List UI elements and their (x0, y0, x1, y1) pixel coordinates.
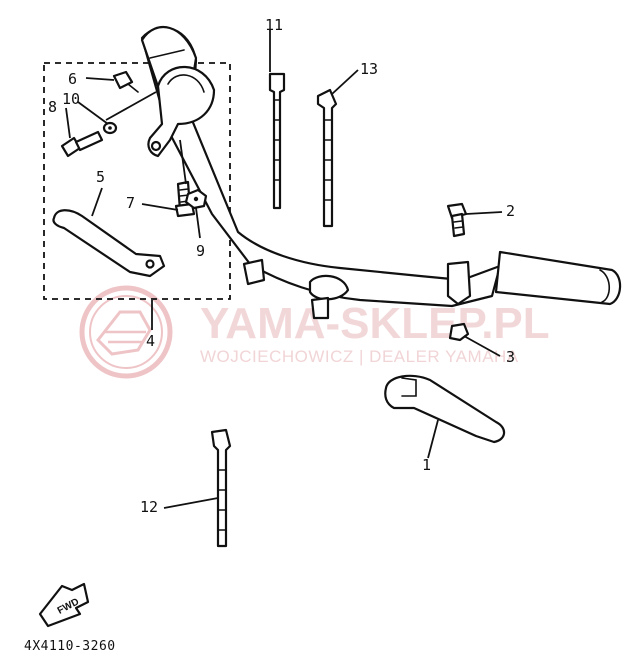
callout-3: 3 (506, 348, 515, 366)
callout-11: 11 (265, 16, 283, 34)
diagram-code: 4X4110-3260 (24, 639, 116, 654)
callout-4: 4 (146, 332, 155, 350)
callout-12: 12 (140, 498, 158, 516)
lever-5 (52, 209, 166, 278)
bolt-8 (60, 130, 104, 158)
callout-2: 2 (506, 202, 515, 220)
washer-10 (102, 121, 118, 135)
watermark: YAMA-SKLEP.PL WOJCIECHOWICZ | DEALER YAM… (79, 285, 550, 379)
callout-8: 8 (48, 98, 57, 116)
handlebar (140, 25, 622, 320)
callout-9: 9 (196, 242, 205, 260)
lever-holder-assembly-box (43, 62, 231, 300)
callout-1: 1 (422, 456, 431, 474)
watermark-logo (79, 285, 173, 379)
screw-6 (112, 70, 139, 93)
nut-9 (184, 188, 208, 210)
cable-tie-13 (316, 88, 338, 228)
watermark-title: YAMA-SKLEP.PL (200, 299, 550, 348)
watermark-subtitle: WOJCIECHOWICZ | DEALER YAMAHA (200, 347, 519, 366)
callout-13: 13 (360, 60, 378, 78)
cable-tie-11 (268, 72, 286, 210)
fwd-arrow-icon: FWD (38, 582, 90, 628)
callout-5: 5 (96, 168, 105, 186)
lever-holder (147, 65, 216, 158)
callouts: 11 13 6 10 8 5 7 9 4 2 3 1 12 (48, 16, 515, 516)
callout-6: 6 (68, 70, 77, 88)
callout-10: 10 (62, 90, 80, 108)
callout-7: 7 (126, 194, 135, 212)
bolt-2 (446, 202, 468, 238)
cable-tie-12 (210, 428, 232, 548)
lever-1 (384, 374, 506, 444)
leader-lines (65, 30, 503, 509)
